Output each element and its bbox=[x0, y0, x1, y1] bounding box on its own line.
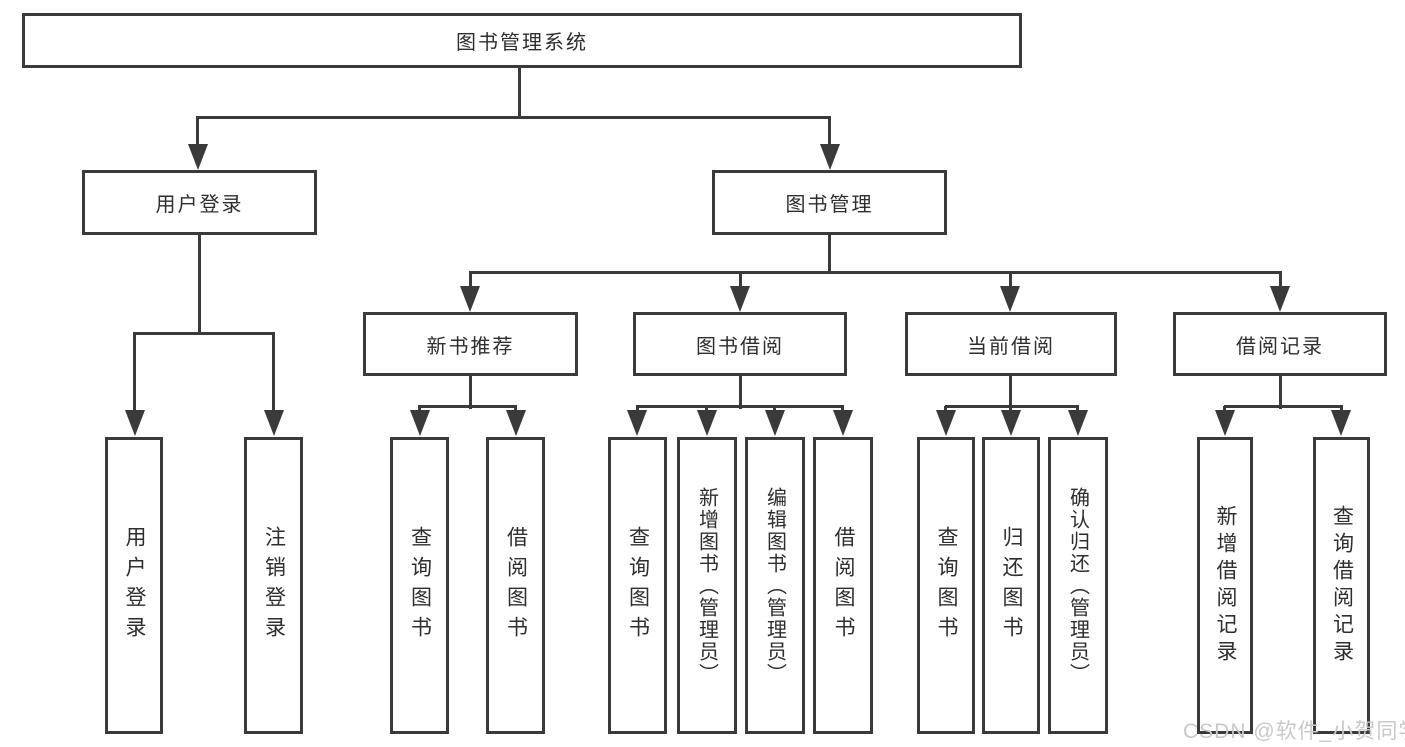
arrow-down-icon bbox=[1215, 410, 1235, 436]
leaf-query-books-current: 查询图书 bbox=[917, 437, 975, 734]
arrow-down-icon bbox=[697, 410, 717, 436]
edge-bookborrow-split bbox=[636, 405, 844, 408]
csdn-watermark: CSDN @软件_小贺同学 bbox=[1183, 720, 1405, 743]
node-current-borrow: 当前借阅 bbox=[905, 312, 1117, 376]
arrow-down-icon bbox=[1331, 410, 1351, 436]
node-root: 图书管理系统 bbox=[22, 13, 1022, 68]
node-new-book-recommend: 新书推荐 bbox=[363, 312, 578, 376]
arrow-down-icon bbox=[506, 410, 526, 436]
leaf-borrow-books: 借阅图书 bbox=[813, 437, 873, 734]
edge-borrowrecords-stem bbox=[1279, 376, 1282, 409]
edge-root-drop-left bbox=[196, 117, 199, 145]
node-user-login: 用户登录 bbox=[82, 170, 317, 235]
edge-borrowrecords-drop-1 bbox=[1223, 406, 1226, 412]
arrow-down-icon bbox=[820, 144, 840, 170]
edge-newbooks-drop-2 bbox=[514, 406, 517, 412]
edge-userlogin-split bbox=[133, 332, 275, 335]
arrow-down-icon bbox=[188, 144, 208, 170]
edge-root-stem bbox=[518, 68, 521, 119]
edge-borrowrecords-split bbox=[1224, 405, 1343, 408]
edge-bookmgmt-drop-2 bbox=[739, 273, 742, 287]
edge-userlogin-drop-1 bbox=[133, 334, 136, 411]
arrow-down-icon bbox=[1270, 286, 1290, 312]
edge-bookmgmt-drop-1 bbox=[469, 273, 472, 287]
edge-bookborrow-drop-4 bbox=[841, 406, 844, 412]
edge-userlogin-drop-2 bbox=[272, 334, 275, 411]
edge-bookborrow-drop-2 bbox=[705, 406, 708, 412]
edge-currentborrow-drop-2 bbox=[1009, 406, 1012, 412]
arrow-down-icon bbox=[264, 410, 284, 436]
edge-bookborrow-stem bbox=[739, 376, 742, 409]
edge-newbooks-stem bbox=[469, 376, 472, 409]
arrow-down-icon bbox=[765, 410, 785, 436]
edge-currentborrow-stem bbox=[1009, 376, 1012, 409]
edge-userlogin-stem bbox=[198, 235, 201, 335]
arrow-down-icon bbox=[1001, 410, 1021, 436]
edge-bookborrow-drop-1 bbox=[636, 406, 639, 412]
leaf-query-books-borrow: 查询图书 bbox=[608, 437, 667, 734]
edge-bookmgmt-drop-4 bbox=[1279, 273, 1282, 287]
arrow-down-icon bbox=[1000, 286, 1020, 312]
arrow-down-icon bbox=[936, 410, 956, 436]
edge-newbooks-drop-1 bbox=[418, 406, 421, 412]
leaf-edit-book-admin: 编辑图书（管理员） bbox=[745, 437, 805, 734]
arrow-down-icon bbox=[730, 286, 750, 312]
edge-root-drop-right bbox=[828, 117, 831, 145]
node-book-management: 图书管理 bbox=[712, 170, 947, 235]
leaf-add-book-admin: 新增图书（管理员） bbox=[677, 437, 737, 734]
node-book-borrow: 图书借阅 bbox=[633, 312, 847, 376]
arrow-down-icon bbox=[833, 410, 853, 436]
edge-currentborrow-drop-3 bbox=[1076, 406, 1079, 412]
leaf-borrow-books-recommend: 借阅图书 bbox=[486, 437, 545, 734]
edge-borrowrecords-drop-2 bbox=[1340, 406, 1343, 412]
arrow-down-icon bbox=[125, 410, 145, 436]
leaf-confirm-return-admin: 确认归还（管理员） bbox=[1048, 437, 1108, 734]
leaf-query-borrow-record: 查询借阅记录 bbox=[1313, 437, 1370, 734]
edge-root-split bbox=[196, 116, 831, 119]
leaf-user-login: 用户登录 bbox=[105, 437, 163, 734]
edge-bookmgmt-split bbox=[469, 271, 1282, 274]
arrow-down-icon bbox=[1068, 410, 1088, 436]
leaf-logout: 注销登录 bbox=[244, 437, 303, 734]
edge-bookmgmt-drop-3 bbox=[1009, 273, 1012, 287]
edge-bookmgmt-stem bbox=[828, 235, 831, 274]
arrow-down-icon bbox=[627, 410, 647, 436]
leaf-return-book: 归还图书 bbox=[982, 437, 1040, 734]
arrow-down-icon bbox=[460, 286, 480, 312]
edge-bookborrow-drop-3 bbox=[773, 406, 776, 412]
arrow-down-icon bbox=[410, 410, 430, 436]
edge-newbooks-split bbox=[418, 405, 517, 408]
node-borrow-records: 借阅记录 bbox=[1173, 312, 1387, 376]
edge-currentborrow-drop-1 bbox=[944, 406, 947, 412]
edge-currentborrow-split bbox=[945, 405, 1079, 408]
leaf-query-books-recommend: 查询图书 bbox=[390, 437, 449, 734]
leaf-add-borrow-record: 新增借阅记录 bbox=[1197, 437, 1253, 734]
